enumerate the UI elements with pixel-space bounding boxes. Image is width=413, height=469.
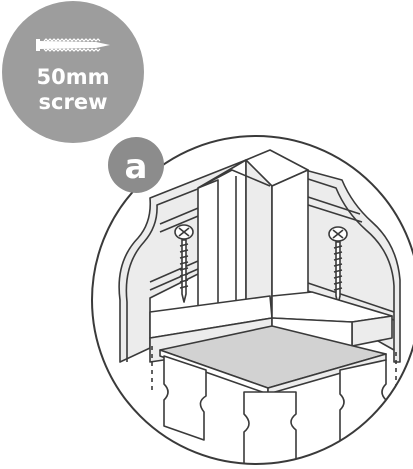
support-joists (163, 355, 387, 464)
detail-circle-border (91, 135, 413, 465)
screw-size-label: 50mm (37, 65, 110, 89)
right-screw (328, 226, 348, 305)
step-label: a (125, 147, 148, 187)
screw-badge-circle (2, 1, 144, 143)
corner-posts (197, 149, 309, 313)
base-panel (159, 325, 387, 395)
left-screw (174, 224, 194, 303)
step-badge-circle (108, 137, 164, 193)
screw-badge: 50mm screw (2, 1, 144, 143)
screw-icon (36, 38, 110, 52)
detail-view (91, 135, 413, 465)
screw-type-label: screw (39, 90, 108, 114)
step-badge: a (108, 137, 164, 193)
